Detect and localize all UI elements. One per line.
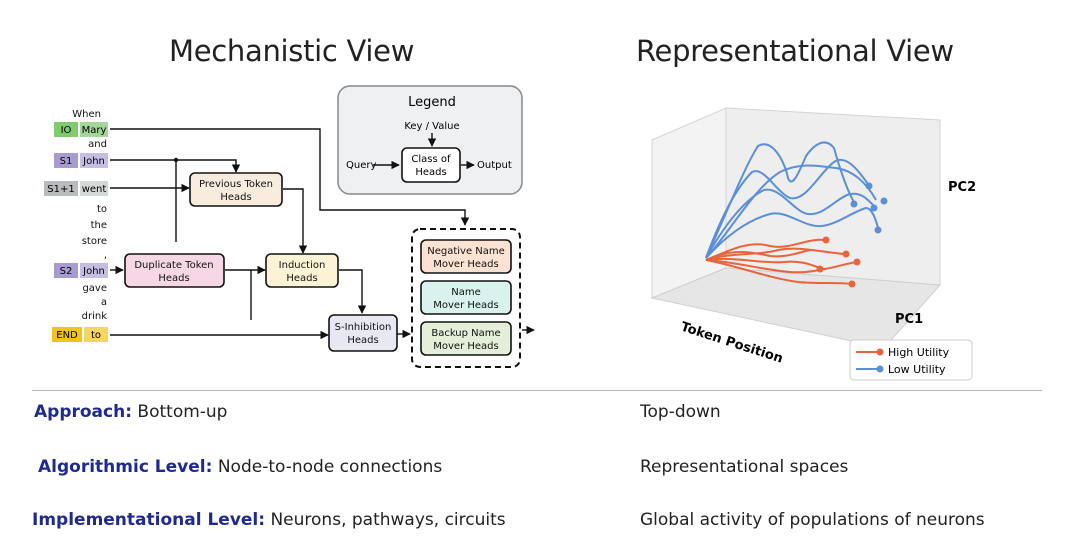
low-utility-trajectory	[705, 141, 855, 259]
duplicate-token-heads-line2: Heads	[158, 273, 189, 284]
high-utility-endpoint	[816, 265, 824, 273]
algorithmic-mechanistic: Node-to-node connections	[217, 457, 443, 477]
word-store: store	[82, 236, 107, 247]
word-to: to	[97, 204, 107, 215]
algorithmic-row: Algorithmic Level: Node-to-node connecti…	[38, 457, 442, 477]
high-utility-series	[705, 238, 857, 285]
axis-label-token-position: Token Position	[679, 320, 785, 367]
backup-name-mover-line1: Backup Name	[431, 328, 500, 339]
legend-low-utility: Low Utility	[888, 363, 946, 376]
implementational-row: Implementational Level: Neurons, pathway…	[32, 510, 506, 530]
word-a: a	[101, 297, 107, 308]
word-to-end: to	[91, 330, 101, 341]
tag-s1-plus-1: S1+1	[47, 184, 74, 195]
name-mover-line1: Name	[451, 287, 481, 298]
word-gave: gave	[82, 283, 107, 294]
legend-class-line2: Heads	[415, 167, 446, 178]
axis-label-pc1: PC1	[895, 312, 923, 327]
name-mover-line2: Mover Heads	[433, 300, 498, 311]
tag-s1: S1	[60, 156, 73, 167]
negative-name-mover-line1: Negative Name	[427, 246, 505, 257]
backup-name-mover-heads-box	[420, 321, 512, 356]
low-utility-endpoint	[865, 182, 873, 190]
mechanistic-view-title: Mechanistic View	[169, 34, 415, 68]
legend-class-line1: Class of	[411, 154, 451, 165]
duplicate-token-heads-box	[124, 253, 225, 288]
low-utility-endpoint	[850, 200, 858, 208]
circuit-diagram: When and to the store , gave a drink IO …	[44, 85, 535, 368]
word-john-s2: John	[82, 266, 105, 277]
low-utility-endpoint	[870, 204, 878, 212]
s-inhibition-heads-box	[328, 314, 398, 352]
representational-plot: PC2 PC1 Token Position High Utility	[650, 107, 976, 381]
word-drink: drink	[82, 311, 108, 322]
induction-heads-line1: Induction	[279, 260, 326, 271]
section-divider	[32, 390, 1042, 391]
negative-name-mover-line2: Mover Heads	[433, 259, 498, 270]
tag-io: IO	[61, 125, 72, 136]
high-utility-endpoint	[822, 236, 830, 244]
high-utility-endpoint	[842, 250, 850, 258]
s-inhibition-heads-line2: Heads	[347, 335, 378, 346]
high-utility-trajectory	[705, 257, 821, 269]
high-utility-endpoint	[853, 258, 861, 266]
plot-back-wall	[725, 107, 941, 286]
algorithmic-label: Algorithmic Level:	[38, 457, 213, 477]
name-mover-heads-box	[420, 280, 512, 315]
approach-row: Approach: Bottom-up	[34, 402, 227, 422]
word-comma: ,	[104, 250, 107, 261]
axis-label-pc2: PC2	[948, 180, 976, 195]
legend-class-of-heads-box	[401, 147, 461, 183]
previous-token-heads-box	[189, 172, 283, 207]
backup-name-mover-line2: Mover Heads	[433, 341, 498, 352]
implementational-representational: Global activity of populations of neuron…	[640, 510, 985, 530]
low-utility-trajectory	[705, 206, 879, 259]
low-utility-trajectory	[705, 188, 875, 259]
algorithmic-representational: Representational spaces	[640, 457, 849, 477]
plot-left-wall	[651, 107, 727, 299]
implementational-mechanistic: Neurons, pathways, circuits	[270, 510, 506, 530]
word-mary: Mary	[82, 125, 107, 136]
approach-representational: Top-down	[640, 402, 721, 422]
high-utility-legend-marker	[876, 348, 884, 356]
negative-name-mover-heads-box	[420, 239, 512, 274]
approach-label: Approach:	[34, 402, 133, 422]
implementational-label: Implementational Level:	[32, 510, 266, 530]
induction-heads-line2: Heads	[286, 273, 317, 284]
induction-heads-box	[265, 253, 339, 288]
duplicate-token-heads-line1: Duplicate Token	[134, 260, 213, 271]
word-the: the	[91, 220, 107, 231]
legend-high-utility: High Utility	[888, 346, 950, 359]
name-mover-group	[411, 228, 521, 368]
representational-view-title: Representational View	[636, 34, 954, 68]
approach-mechanistic: Bottom-up	[137, 402, 228, 422]
low-utility-legend-marker	[876, 365, 884, 373]
word-when: When	[72, 109, 101, 120]
previous-token-heads-line2: Heads	[220, 192, 251, 203]
low-utility-series	[705, 141, 879, 259]
word-went: went	[82, 184, 107, 195]
low-utility-trajectory	[705, 159, 869, 259]
low-utility-endpoint	[874, 226, 882, 234]
tag-end: END	[56, 330, 78, 341]
s-inhibition-heads-line1: S-Inhibition	[335, 322, 392, 333]
legend-title: Legend	[408, 95, 456, 110]
word-john-s1: John	[82, 156, 105, 167]
high-utility-trajectory	[705, 259, 857, 274]
previous-token-heads-line1: Previous Token	[199, 179, 273, 190]
high-utility-endpoint	[848, 280, 856, 288]
legend-output: Output	[477, 160, 512, 171]
low-utility-endpoint	[880, 197, 888, 205]
legend-key-value: Key / Value	[404, 121, 459, 132]
high-utility-trajectory	[705, 259, 853, 285]
high-utility-trajectory	[705, 249, 811, 261]
legend-query: Query	[346, 160, 376, 171]
plot-floor	[650, 267, 942, 349]
high-utility-trajectory	[705, 247, 845, 261]
word-and: and	[88, 139, 107, 150]
low-utility-trajectory	[705, 164, 877, 259]
tag-s2: S2	[60, 266, 73, 277]
high-utility-trajectory	[705, 238, 827, 261]
